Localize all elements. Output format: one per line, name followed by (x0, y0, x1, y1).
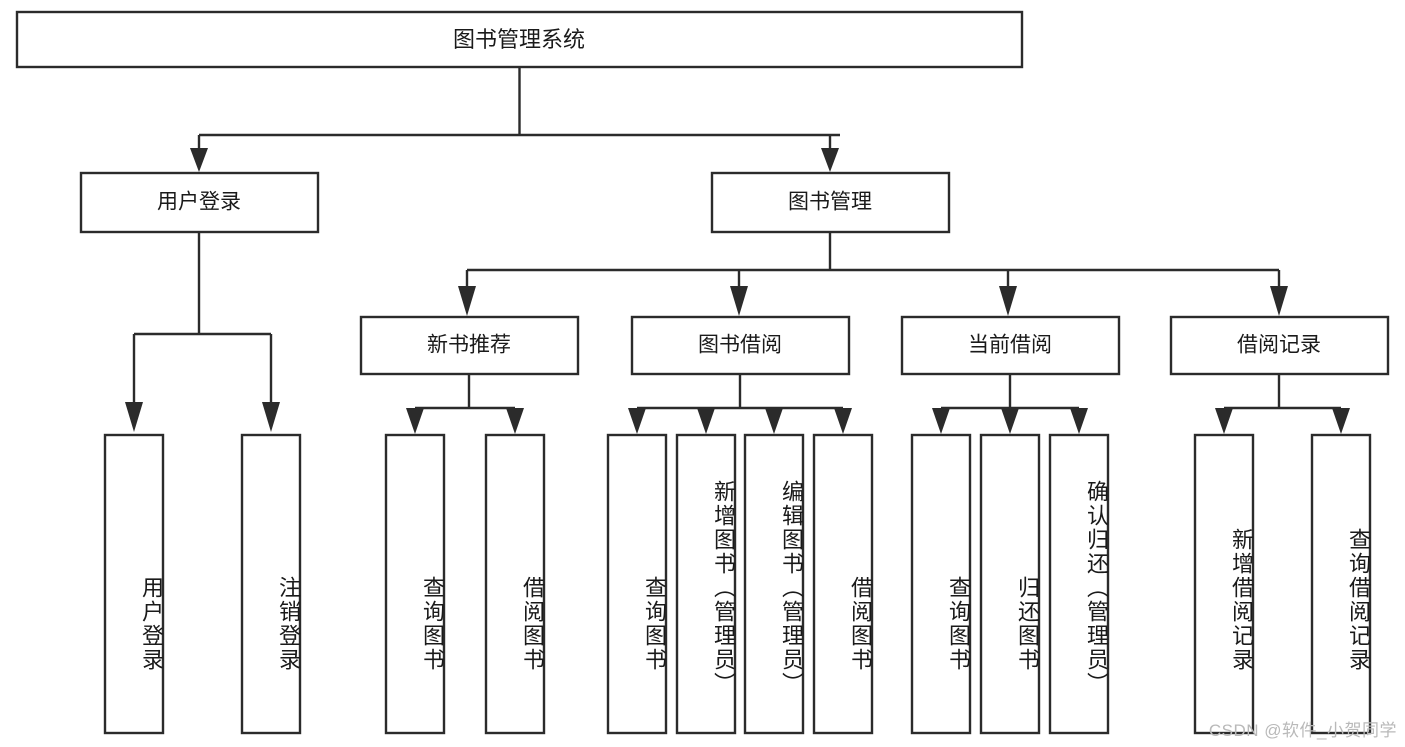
arrow-leaf-borrow-book-1 (506, 408, 524, 434)
arrow-to-book-borrow (730, 286, 748, 316)
csdn-watermark: CSDN @软件_小贺同学 (1208, 721, 1397, 740)
node-new-book-rec-label: 新书推荐 (427, 334, 511, 357)
node-leaf-query-record-box (1310, 433, 1372, 735)
arrow-to-book-manage (821, 148, 839, 172)
node-book-borrow-label: 图书借阅 (698, 334, 782, 357)
arrow-leaf-user-login (125, 402, 143, 432)
arrow-leaf-edit-book (765, 408, 783, 434)
node-leaf-return-book-box[interactable] (979, 433, 1041, 735)
arrow-leaf-query-record (1332, 408, 1350, 434)
arrow-to-new-book-rec (458, 286, 476, 316)
node-borrow-record-box[interactable] (1169, 315, 1390, 376)
node-current-borrow-box[interactable] (900, 315, 1121, 376)
node-leaf-user-logout-box[interactable] (240, 433, 302, 735)
node-leaf-confirm-return-box[interactable] (1048, 433, 1110, 735)
node-leaf-borrow-book-1-box[interactable] (484, 433, 546, 735)
node-leaf-query-book-2-box[interactable] (606, 433, 668, 735)
node-leaf-add-record-box[interactable] (1193, 433, 1255, 735)
arrow-to-borrow-record (1270, 286, 1288, 316)
node-book-borrow-box[interactable] (630, 315, 851, 376)
arrow-leaf-query-book-3 (932, 408, 950, 434)
arrow-to-current-borrow (999, 286, 1017, 316)
node-new-book-rec-box[interactable] (359, 315, 580, 376)
arrow-to-user-login (190, 148, 208, 172)
arrow-leaf-add-book (697, 408, 715, 434)
arrow-leaf-borrow-book-2 (834, 408, 852, 434)
node-leaf-edit-book-box[interactable] (743, 433, 805, 735)
node-layer: 图书管理系统 用户登录 图书管理 新书推荐 图书借阅 当前借阅 借阅记录 (15, 10, 1390, 735)
node-book-manage-box[interactable] (710, 171, 951, 234)
arrow-leaf-return-book (1001, 408, 1019, 434)
node-leaf-query-book-3-box[interactable] (910, 433, 972, 735)
arrow-leaf-add-record (1215, 408, 1233, 434)
node-leaf-query-book-1-box[interactable] (384, 433, 446, 735)
node-root-box[interactable] (15, 10, 1024, 69)
connector-layer (125, 67, 1350, 434)
node-user-login-label: 用户登录 (157, 191, 241, 214)
arrow-leaf-query-book-1 (406, 408, 424, 434)
node-current-borrow-label: 当前借阅 (968, 334, 1052, 357)
node-borrow-record-label: 借阅记录 (1237, 334, 1321, 357)
arrow-leaf-query-book-2 (628, 408, 646, 434)
node-leaf-user-login-box[interactable] (103, 433, 165, 735)
node-leaf-add-book-box[interactable] (675, 433, 737, 735)
arrow-leaf-confirm-return (1070, 408, 1088, 434)
node-root-label: 图书管理系统 (453, 27, 585, 52)
node-leaf-borrow-book-2-box[interactable] (812, 433, 874, 735)
arrow-leaf-user-logout (262, 402, 280, 432)
node-book-manage-label: 图书管理 (788, 191, 872, 214)
node-user-login-box[interactable] (79, 171, 320, 234)
